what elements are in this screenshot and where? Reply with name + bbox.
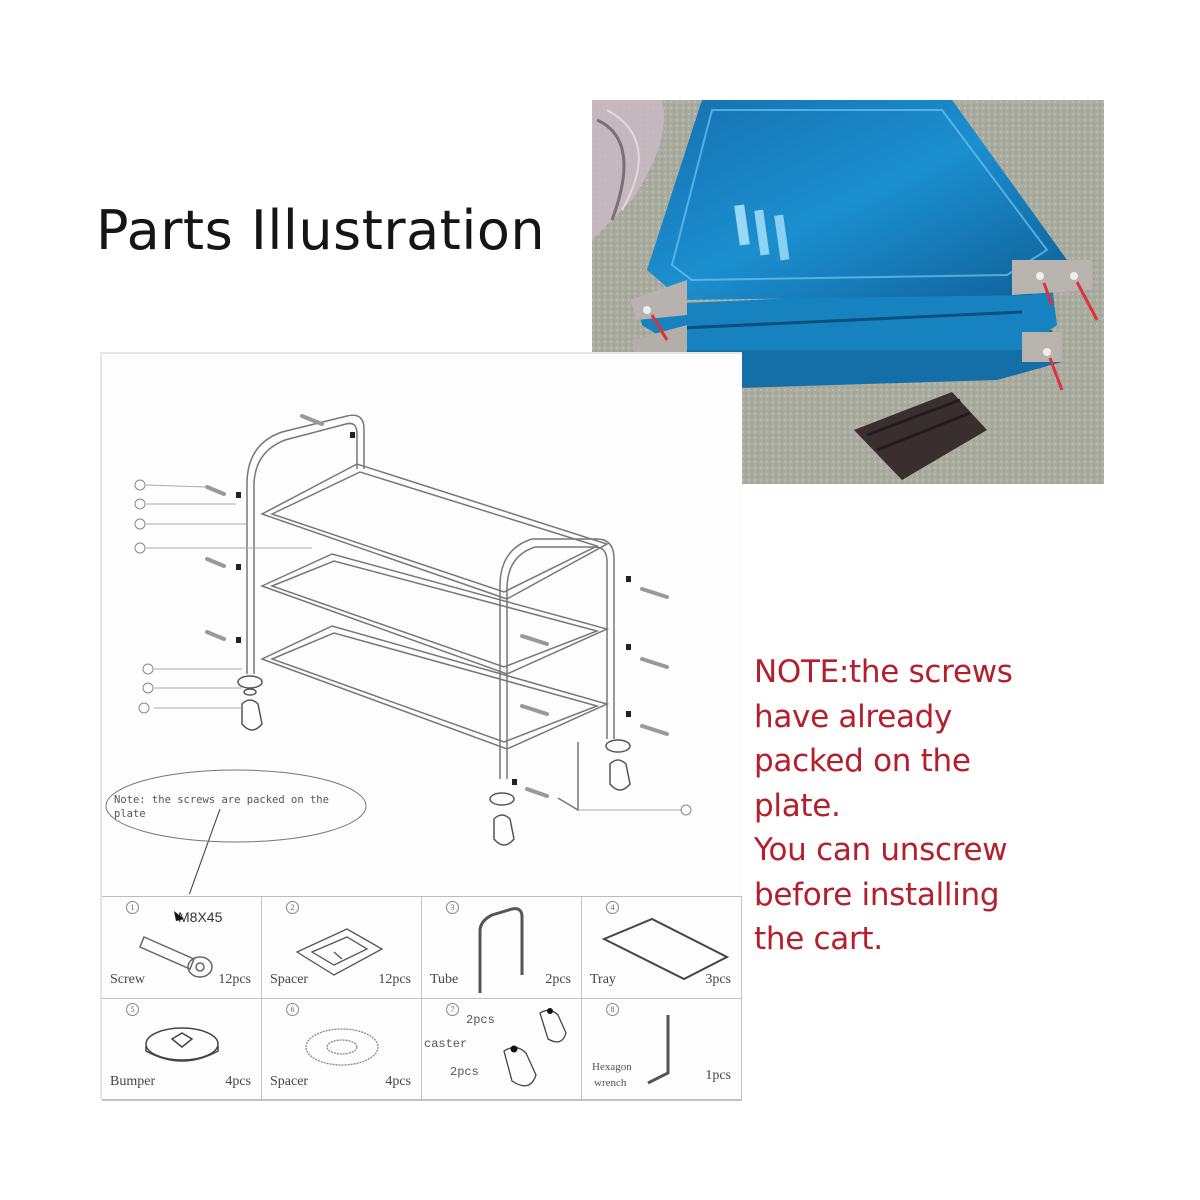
parts-list: 1 M8X45 Screw 12pcs 2 bbox=[102, 896, 742, 1101]
stacked-trays-photo bbox=[592, 100, 1104, 484]
part-qty: 2pcs bbox=[545, 972, 571, 987]
note-line: You can unscrew bbox=[754, 832, 1008, 868]
note-line: before installing bbox=[754, 876, 1000, 913]
part-spacer-washer: 6 Spacer 4pcs bbox=[262, 999, 422, 1101]
part-qty: 3pcs bbox=[705, 972, 731, 987]
part-name: Tray bbox=[590, 972, 616, 987]
part-qty: 12pcs bbox=[218, 972, 251, 987]
note-line: the cart. bbox=[754, 921, 883, 957]
tube-icon bbox=[478, 907, 524, 993]
part-caster: 7 2pcs caster 2pcs bbox=[422, 999, 582, 1101]
part-screw: 1 M8X45 Screw 12pcs bbox=[102, 897, 262, 999]
part-number: 1 bbox=[126, 901, 139, 914]
part-name-line2: wrench bbox=[594, 1077, 627, 1089]
part-number: 7 bbox=[446, 1003, 459, 1016]
note-line: NOTE:the screws bbox=[754, 654, 1013, 690]
part-name: Spacer bbox=[270, 972, 309, 987]
part-number: 5 bbox=[126, 1003, 139, 1016]
page-title: Parts Illustration bbox=[96, 199, 546, 262]
caster-qty-a: 2pcs bbox=[466, 1013, 495, 1027]
cart-exploded-view bbox=[134, 414, 692, 894]
hex-wrench-icon bbox=[647, 1015, 670, 1085]
note-line: plate. bbox=[754, 787, 841, 824]
part-tube: 3 Tube 2pcs bbox=[422, 897, 582, 999]
assembly-diagram: Note: the screws are packed on the plate… bbox=[100, 352, 742, 1101]
screw-icon bbox=[139, 911, 213, 978]
part-qty: 4pcs bbox=[385, 1074, 411, 1089]
product-photo bbox=[592, 100, 1104, 484]
part-number: 3 bbox=[446, 901, 459, 914]
caster-qty-b: 2pcs bbox=[450, 1065, 479, 1079]
part-number: 8 bbox=[606, 1003, 619, 1016]
bumper-icon bbox=[145, 1027, 219, 1062]
part-spacer-plate: 2 Spacer 12pcs bbox=[262, 897, 422, 999]
part-qty: 12pcs bbox=[378, 972, 411, 987]
callout-note: Note: the screws are packed on the plate bbox=[114, 794, 329, 820]
part-number: 6 bbox=[286, 1003, 299, 1016]
part-name: Tube bbox=[430, 972, 459, 987]
spacer-plate-icon bbox=[295, 928, 384, 976]
part-name: Bumper bbox=[110, 1074, 156, 1089]
part-name-line1: Hexagon bbox=[592, 1061, 632, 1073]
part-hex-wrench: 8 Hexagon wrench 1pcs bbox=[582, 999, 742, 1101]
part-name: caster bbox=[424, 1037, 468, 1051]
part-name: Spacer bbox=[270, 1074, 309, 1089]
note-line: packed on the bbox=[754, 743, 971, 779]
screw-spec: M8X45 bbox=[178, 909, 223, 925]
washer-icon bbox=[305, 1028, 379, 1066]
caster-icon bbox=[503, 1008, 567, 1087]
note-line: have already bbox=[754, 698, 953, 735]
part-qty: 4pcs bbox=[225, 1074, 251, 1089]
part-tray: 4 Tray 3pcs bbox=[582, 897, 742, 999]
part-bumper: 5 Bumper 4pcs bbox=[102, 999, 262, 1101]
part-qty: 1pcs bbox=[705, 1068, 731, 1083]
screws-callout: Note: the screws are packed on the plate bbox=[102, 766, 370, 846]
tray-icon bbox=[601, 917, 730, 981]
part-number: 4 bbox=[606, 901, 619, 914]
installation-note: NOTE:the screws have already packed on t… bbox=[754, 650, 1074, 962]
part-name: Screw bbox=[110, 972, 145, 987]
part-number: 2 bbox=[286, 901, 299, 914]
